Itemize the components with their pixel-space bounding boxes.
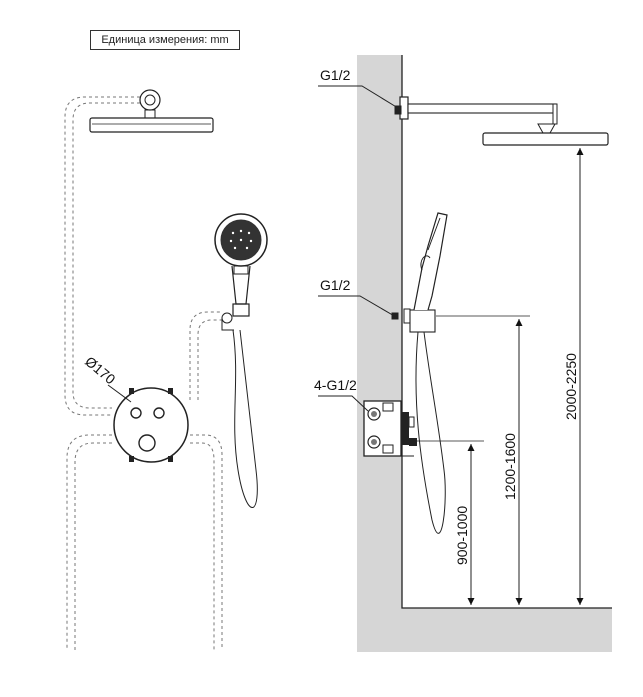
diameter-leader — [107, 384, 132, 403]
wall-outline — [401, 55, 612, 609]
extension-lines — [415, 144, 596, 442]
mixer-plate-front — [113, 387, 189, 463]
hand-shower-side — [391, 212, 448, 534]
rain-shower-head-front — [89, 89, 214, 133]
wall-section — [357, 55, 612, 652]
diameter-label: Ø170 — [82, 353, 119, 387]
leaders — [318, 85, 399, 412]
dim-label-mixer: 900-1000 — [454, 506, 470, 565]
dim-label-hand-holder: 1200-1600 — [502, 433, 518, 500]
dimension-lines — [467, 148, 584, 605]
front-view — [64, 89, 268, 650]
shower-arm — [394, 96, 609, 146]
mixer-body-side — [363, 400, 417, 457]
connection-label-middle: G1/2 — [320, 277, 351, 293]
connection-label-mixer: 4-G1/2 — [314, 377, 357, 393]
unit-note: Единица измерения: mm — [90, 30, 240, 50]
side-view — [318, 55, 612, 652]
concealed-pipes — [64, 96, 223, 650]
hand-shower-front — [214, 213, 268, 508]
dim-label-shower-head: 2000-2250 — [563, 353, 579, 420]
connection-label-top: G1/2 — [320, 67, 351, 83]
